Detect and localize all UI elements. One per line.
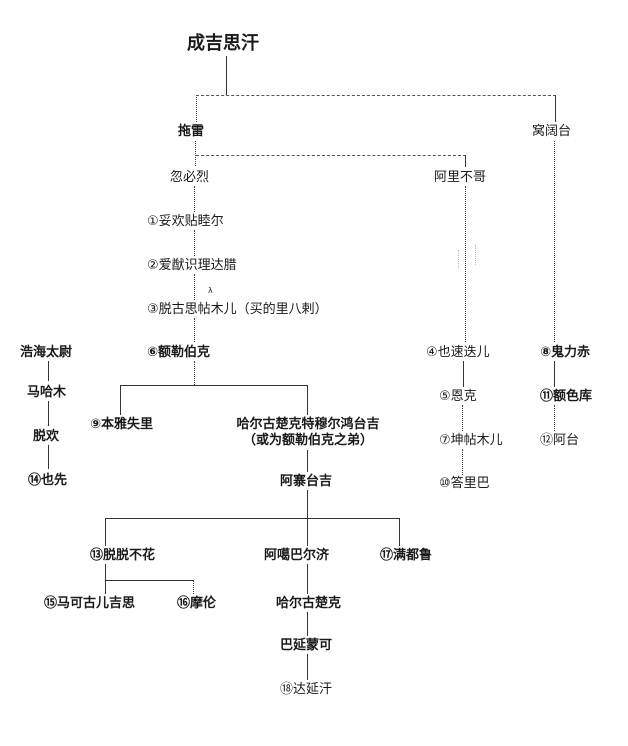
edge-to-n17 <box>399 518 400 546</box>
edge-to-wokuotai <box>555 95 556 122</box>
node-n16: ⑯摩伦 <box>177 596 217 611</box>
edge-gen2-bar <box>196 155 466 156</box>
edge-tuolei-down <box>195 141 196 166</box>
node-hubilie: 忽必烈 <box>170 170 210 185</box>
edge-n4-n5 <box>463 361 464 387</box>
node-mahamu: 马哈木 <box>27 385 67 400</box>
edge-to-tuolei <box>196 95 197 122</box>
edge-faint-marks-2 <box>475 245 476 265</box>
edge-n11-n12 <box>554 405 555 431</box>
edge-asai-children-bar <box>105 518 400 519</box>
edge-n6-children-bar <box>120 385 308 386</box>
edge-n3-n6 <box>194 318 195 342</box>
edge-haohai-mahamu <box>48 361 49 381</box>
node-n4: ④也速迭儿 <box>426 345 490 360</box>
edge-to-haerguchuke-temur <box>307 385 308 415</box>
node-n7: ⑦坤帖木儿 <box>439 433 503 448</box>
node-alibuge: 阿里不哥 <box>434 170 487 185</box>
node-tuohuan: 脱欢 <box>33 429 60 444</box>
edge-alibuge-n4 <box>465 186 466 342</box>
edge-tuohuan-n14 <box>48 445 49 469</box>
node-agbarji: 阿噶巴尔济 <box>264 548 330 563</box>
edge-to-n16 <box>193 580 194 594</box>
node-n5: ⑤恩克 <box>439 389 477 404</box>
node-bayanmengke: 巴延蒙可 <box>280 638 333 653</box>
node-n1: ①妥欢贴睦尔 <box>147 214 224 229</box>
edge-mahamu-tuohuan <box>48 401 49 426</box>
node-n2: ②爱猷识理达腊 <box>147 258 237 273</box>
node-n17: ⑰满都鲁 <box>380 548 433 563</box>
edge-to-alibuge <box>465 155 466 167</box>
edge-haerguchuke-bayan <box>307 612 308 636</box>
edge-root-down <box>226 56 227 95</box>
node-n15: ⑮马可古儿吉思 <box>44 596 136 611</box>
node-n11: ⑪额色库 <box>540 389 593 404</box>
edge-asai-down <box>307 490 308 518</box>
edge-hubilie-chain <box>194 186 195 212</box>
edge-to-n9 <box>120 385 121 415</box>
edge-n8-n11 <box>554 361 555 387</box>
node-haerguchuke: 哈尔古楚克 <box>276 596 342 611</box>
edge-faint-marks <box>458 250 459 268</box>
node-n14: ⑭也先 <box>28 473 68 488</box>
edge-gen1-bar <box>196 95 556 96</box>
edge-n1-n2 <box>194 230 195 256</box>
edge-wokuotai-n8 <box>554 141 555 342</box>
node-wokuotai: 窝阔台 <box>532 124 572 139</box>
edge-n5-n7 <box>462 405 463 431</box>
edge-n13-down <box>105 564 106 594</box>
node-haerguchuke-temur-note: （或为额勒伯克之弟） <box>242 433 373 448</box>
node-n10: ⑩答里巴 <box>439 476 490 491</box>
node-n13: ⑬脱脱不花 <box>90 548 156 563</box>
edge-to-n13 <box>105 518 106 546</box>
edge-n13-children-bar <box>105 580 193 581</box>
node-haerguchuke-temur-name: 哈尔古楚克特穆尔鸿台吉 <box>236 417 380 432</box>
node-n3: ③脱古思帖木儿（买的里八剌） <box>147 302 328 317</box>
node-haohai: 浩海太尉 <box>20 345 73 360</box>
edge-agbarji-haerguchuke <box>307 564 308 594</box>
node-tuolei: 拖雷 <box>178 124 205 139</box>
edge-n2-n3 <box>194 274 195 300</box>
edge-to-agbarji <box>307 518 308 546</box>
edge-n6-down <box>194 361 195 385</box>
node-chengjisihan: 成吉思汗 <box>187 33 259 54</box>
node-n18: ⑱达延汗 <box>280 682 333 697</box>
node-n3-annotation: λ <box>208 286 213 295</box>
edge-bayan-n18 <box>307 654 308 680</box>
edge-haerguchuke-asai <box>307 450 308 472</box>
node-haerguchuke-temur: 哈尔古楚克特穆尔鸿台吉 （或为额勒伯克之弟） <box>228 417 388 449</box>
node-n12: ⑫阿台 <box>540 433 580 448</box>
node-n8: ⑧鬼力赤 <box>540 345 591 360</box>
node-n6: ⑥额勒伯克 <box>147 345 211 360</box>
edge-n7-n10 <box>462 449 463 475</box>
node-n9: ⑨本雅失里 <box>90 417 154 432</box>
node-asaitaiji: 阿寨台吉 <box>280 474 333 489</box>
